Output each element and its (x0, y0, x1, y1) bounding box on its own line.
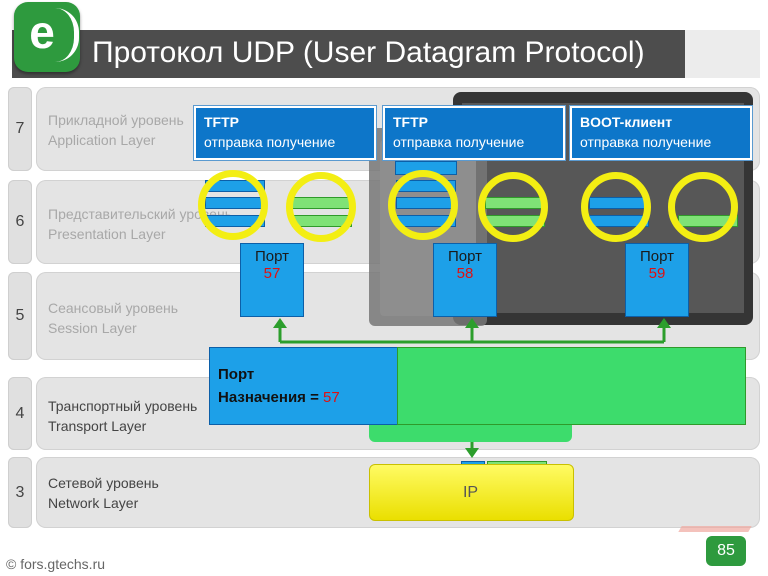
app-name: BOOT-клиент (580, 114, 673, 130)
title-bar-accent (685, 30, 760, 78)
port-number: 59 (648, 265, 666, 282)
title-bar (12, 30, 756, 78)
highlight-circle (478, 172, 548, 242)
layer-name-ru-6: Представительский уровень (48, 206, 232, 222)
page-number-decoration (678, 526, 752, 532)
port-label: Порт (639, 248, 674, 265)
layer-name-en-4: Transport Layer (48, 418, 147, 434)
layer-name-ru-3: Сетевой уровень (48, 475, 159, 491)
datagram-label-line1: Порт (218, 366, 255, 383)
layer-name-en-3: Network Layer (48, 495, 139, 511)
port-number: 58 (456, 265, 474, 282)
footer-source: © fors.gtechs.ru (6, 556, 106, 572)
port-label: Порт (447, 248, 482, 265)
datagram-data (397, 347, 746, 425)
app-box-tftp-1: TFTP отправка получение (194, 106, 376, 160)
app-box-boot-client: BOOT-клиент отправка получение (570, 106, 752, 160)
app-actions: отправка получение (204, 134, 336, 150)
app-name: TFTP (393, 114, 428, 130)
layer-number-5: 5 (8, 272, 32, 360)
highlight-circle (581, 172, 651, 242)
port-box-57: Порт 57 (240, 243, 304, 317)
layer-name-en-6: Presentation Layer (48, 226, 166, 242)
app-actions: отправка получение (580, 134, 712, 150)
port-box-58: Порт 58 (433, 243, 497, 317)
highlight-circle (388, 170, 458, 240)
datagram-header (209, 347, 399, 425)
layer-name-ru-7: Прикладной уровень (48, 112, 184, 128)
datagram-label-line2: Назначения = 57 (218, 389, 340, 406)
logo-letter-icon: e (29, 6, 55, 58)
page-number: 85 (706, 536, 746, 566)
layer-number-3: 3 (8, 457, 32, 528)
udp-block (369, 420, 572, 442)
layer-number-6: 6 (8, 180, 32, 264)
app-actions: отправка получение (393, 134, 525, 150)
layer-number-7: 7 (8, 87, 32, 171)
app-box-tftp-2: TFTP отправка получение (383, 106, 565, 160)
layer-number-4: 4 (8, 377, 32, 450)
highlight-circle (198, 170, 268, 240)
layer-name-en-7: Application Layer (48, 132, 156, 148)
slide-title: Протокол UDP (User Datagram Protocol) (92, 36, 645, 69)
destination-port-value: 57 (323, 389, 340, 406)
logo-swoosh-icon (54, 8, 79, 62)
ip-block (369, 464, 574, 521)
destination-port-label: Назначения = (218, 389, 324, 406)
ip-label: IP (462, 484, 479, 501)
layer-name-ru-5: Сеансовый уровень (48, 300, 179, 316)
highlight-circle (286, 172, 356, 242)
port-label: Порт (254, 248, 289, 265)
layer-name-en-5: Session Layer (48, 320, 137, 336)
app-name: TFTP (204, 114, 239, 130)
port-box-59: Порт 59 (625, 243, 689, 317)
highlight-circle (668, 172, 738, 242)
layer-name-ru-4: Транспортный уровень (48, 398, 198, 414)
port-number: 57 (263, 265, 281, 282)
